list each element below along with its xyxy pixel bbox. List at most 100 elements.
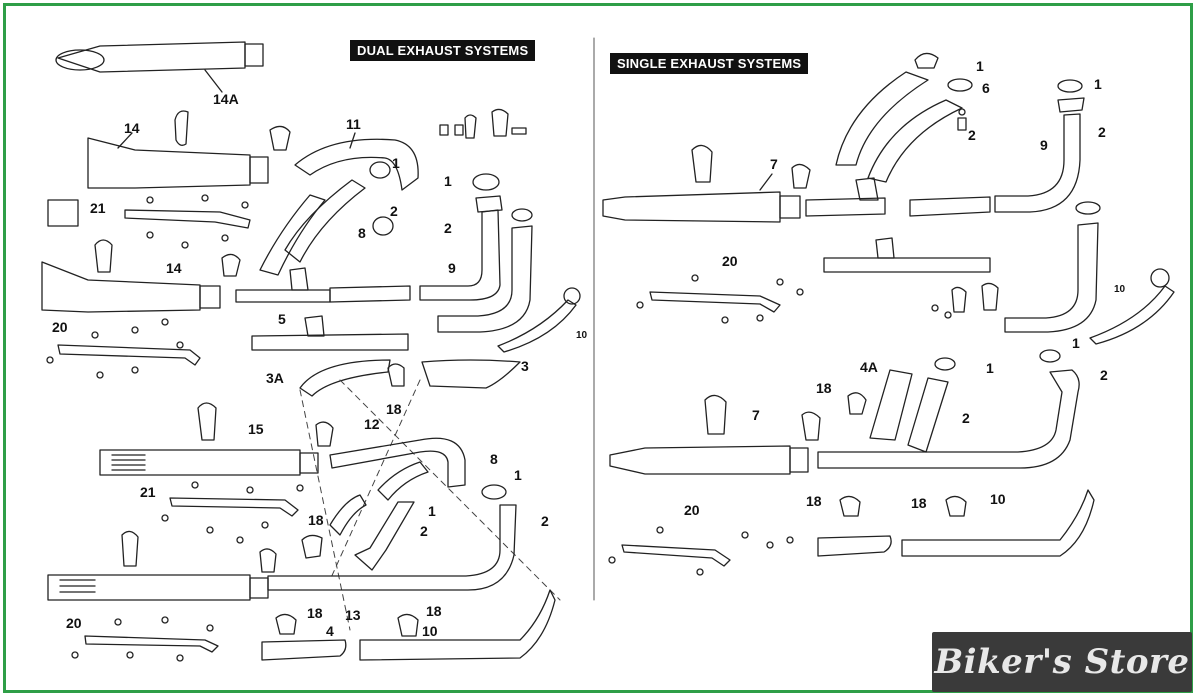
callout-8-a: 8 xyxy=(358,225,366,241)
gasket-6 xyxy=(947,78,973,92)
muffler-14-upper xyxy=(87,132,269,189)
callout-single-2-c: 2 xyxy=(962,410,970,426)
heat-shield-single-10a xyxy=(1089,268,1175,345)
crossover-pipe-mid xyxy=(235,267,411,303)
callout-single-20-b: 20 xyxy=(684,502,700,518)
muffler-14-lower xyxy=(41,261,221,313)
clamp-5 xyxy=(315,421,334,447)
callout-14-upper: 14 xyxy=(124,120,140,136)
callout-18-c: 18 xyxy=(307,605,323,621)
gasket-single-1d xyxy=(1039,349,1061,363)
callout-21-b: 21 xyxy=(140,484,156,500)
clamp-single-4 xyxy=(801,411,821,441)
gasket-1a xyxy=(472,173,500,191)
muffler-lower xyxy=(47,574,269,601)
header-pipe-single-tall xyxy=(1004,222,1099,333)
clamp-bracket-4 xyxy=(197,402,217,441)
callout-21-a: 21 xyxy=(90,200,106,216)
dual-exhaust-title: DUAL EXHAUST SYSTEMS xyxy=(350,40,536,61)
heat-shield-4 xyxy=(261,639,347,661)
heat-shield-10a xyxy=(497,287,581,353)
callout-18-b: 18 xyxy=(308,512,324,528)
callout-single-18-a: 18 xyxy=(816,380,832,396)
hardware-single-mid xyxy=(931,282,999,319)
callout-14A: 14A xyxy=(213,91,239,107)
bracket-20-lower xyxy=(71,616,219,662)
header-pipe-9 xyxy=(419,209,501,301)
align-line-1 xyxy=(339,379,561,601)
callout-20-a: 20 xyxy=(52,319,68,335)
y-pipe-single-upper xyxy=(835,71,963,183)
heat-shield-single-10b xyxy=(901,489,1095,557)
callout-single-7-b: 7 xyxy=(752,407,760,423)
clamp-2a xyxy=(372,216,394,236)
collector-single-mid xyxy=(823,237,991,273)
clamp-18d xyxy=(397,613,419,637)
callout-1-d: 1 xyxy=(428,503,436,519)
collector-single xyxy=(805,177,991,217)
muffler-14a xyxy=(55,41,264,93)
callout-single-10-a: 10 xyxy=(1114,284,1126,295)
bikers-store-logo: Biker's Store xyxy=(932,632,1192,692)
callout-5: 5 xyxy=(278,311,286,327)
flange-single xyxy=(1057,97,1085,113)
bracket-20-single-lower xyxy=(608,526,794,576)
callout-2-a: 2 xyxy=(390,203,398,219)
callout-14-lower: 14 xyxy=(166,260,182,276)
callout-single-18-c: 18 xyxy=(911,495,927,511)
callout-single-1-b: 1 xyxy=(1094,76,1102,92)
clamp-18c xyxy=(275,613,297,635)
heat-shield-4a xyxy=(869,369,913,441)
callout-11: 11 xyxy=(346,116,361,132)
clamp-18b xyxy=(301,534,323,559)
callout-2-c: 2 xyxy=(541,513,549,529)
callout-single-4A: 4A xyxy=(860,359,878,375)
callout-single-2-d: 2 xyxy=(1100,367,1108,383)
single-exhaust-title: SINGLE EXHAUST SYSTEMS xyxy=(610,53,809,74)
clamp-single-18a xyxy=(847,392,867,415)
callout-9: 9 xyxy=(448,260,456,276)
crossover-pipe-5 xyxy=(251,315,409,351)
align-line-2 xyxy=(329,379,421,581)
clamp-1-single-top xyxy=(914,52,939,69)
heat-shield-single-lower-a xyxy=(817,535,892,557)
callout-2-b: 2 xyxy=(444,220,452,236)
gasket-single-1c xyxy=(934,357,956,371)
callout-15: 15 xyxy=(248,421,264,437)
clamp-single-2 xyxy=(791,163,811,189)
callout-18-a: 18 xyxy=(386,401,402,417)
callout-10-a: 10 xyxy=(576,330,588,341)
header-pipe-single-lower xyxy=(817,369,1080,469)
callout-1-b: 1 xyxy=(444,173,452,189)
bracket-21-lower xyxy=(161,481,304,544)
callout-4: 4 xyxy=(326,623,334,639)
heat-shield-10b xyxy=(359,589,556,661)
gasket-single-1b xyxy=(1057,79,1083,93)
pipe-11 xyxy=(294,132,419,191)
callout-single-1-c: 1 xyxy=(986,360,994,376)
clamp-18a xyxy=(387,363,405,387)
callout-20-b: 20 xyxy=(66,615,82,631)
callout-2-d: 2 xyxy=(420,523,428,539)
heat-shield-3 xyxy=(421,359,521,389)
callout-single-2-b: 2 xyxy=(1098,124,1106,140)
clamp-bracket-single-1 xyxy=(691,144,713,183)
callout-single-20-a: 20 xyxy=(722,253,738,269)
callout-12: 12 xyxy=(364,416,380,432)
clamp-single-18c xyxy=(945,495,967,517)
header-pipe-lower-b xyxy=(267,504,517,591)
callout-3A: 3A xyxy=(266,370,284,386)
bracket-20-upper xyxy=(46,318,201,379)
callout-single-1-a: 1 xyxy=(976,58,984,74)
clamp-bracket-2 xyxy=(94,239,113,273)
muffler-15 xyxy=(99,449,319,476)
callout-8-b: 8 xyxy=(490,451,498,467)
header-pipe-single-9 xyxy=(994,113,1081,213)
clamp-3 xyxy=(221,253,241,277)
flange-1a xyxy=(475,195,503,213)
hardware-single-2a xyxy=(957,108,967,131)
heat-shield-3a xyxy=(299,359,391,397)
callout-13: 13 xyxy=(345,607,361,623)
bracket-20-single-upper xyxy=(636,274,804,324)
